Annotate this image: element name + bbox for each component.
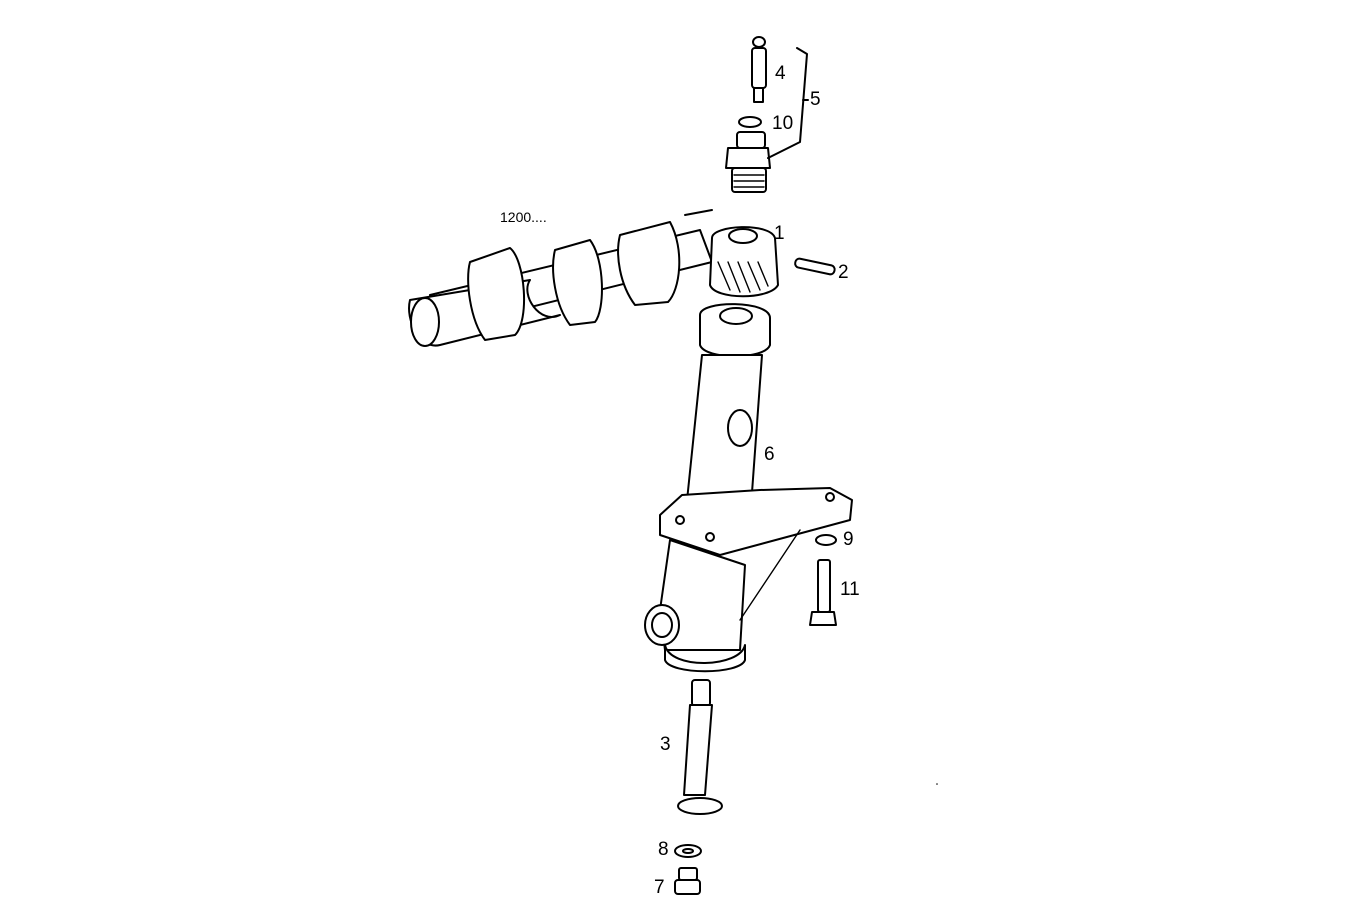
part-8-washer (674, 844, 702, 858)
callout-6: 6 (764, 444, 775, 465)
part-5-fitting (725, 131, 771, 193)
callout-3: 3 (660, 734, 671, 755)
camshaft (408, 209, 713, 347)
reference-note: 1200.... (500, 209, 547, 225)
callout-4: 4 (775, 63, 786, 84)
callout-11: 11 (840, 579, 860, 600)
callout-2: 2 (838, 262, 849, 283)
part-10-snap-ring (738, 116, 762, 128)
part-2-pin (794, 257, 836, 276)
callout-9: 9 (843, 529, 854, 550)
part-5-bracket (767, 47, 809, 159)
part-11-bolt (809, 559, 837, 626)
part-3-shaft (677, 679, 723, 815)
part-4-plug (751, 36, 767, 103)
callout-8: 8 (658, 839, 669, 860)
callout-1: 1 (774, 223, 785, 244)
part-1-gear (709, 226, 779, 298)
part-7-plug (674, 867, 701, 895)
callout-10: 10 (772, 113, 794, 134)
part-9-washer (815, 534, 837, 546)
callout-5: 5 (810, 89, 821, 110)
part-6-housing (644, 303, 853, 673)
callout-7: 7 (654, 877, 665, 898)
